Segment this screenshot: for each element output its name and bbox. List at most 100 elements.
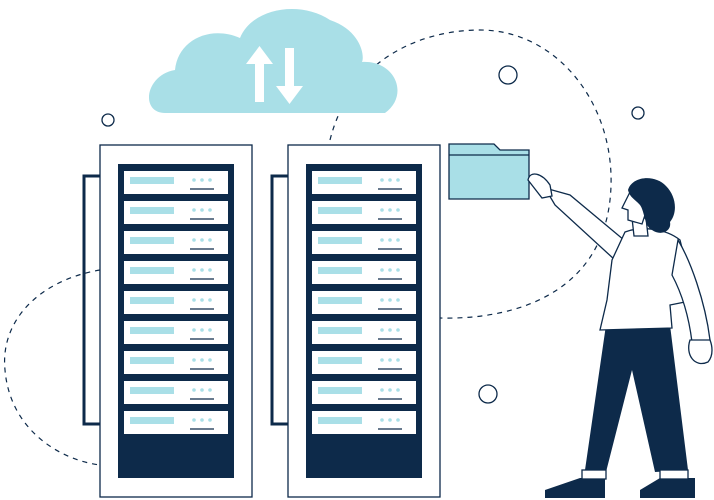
slot-indicator-dot — [380, 298, 384, 302]
rack-slots — [312, 171, 416, 434]
slot-label-bar — [318, 207, 362, 214]
orbit-right — [329, 29, 612, 319]
decor-circles — [101, 65, 645, 404]
slot-indicator-dot — [388, 328, 392, 332]
slot-indicator-dot — [200, 178, 204, 182]
dashed-orbit-lines — [4, 29, 612, 466]
slot-label-bar — [318, 267, 362, 274]
server-slot — [312, 171, 416, 194]
server-slot — [124, 231, 228, 254]
rack-bracket — [82, 174, 100, 426]
slot-label-bar — [318, 297, 362, 304]
rack-slots — [124, 171, 228, 434]
slot-label-bar — [318, 177, 362, 184]
server-slot — [124, 321, 228, 344]
slot-indicator-dot — [396, 268, 400, 272]
slot-indicator-dot — [380, 268, 384, 272]
slot-label-bar — [318, 417, 362, 424]
server-slot — [124, 411, 228, 434]
person-shoe — [545, 478, 605, 498]
slot-label-bar — [130, 357, 174, 364]
folder-icon — [448, 143, 530, 200]
slot-indicator-dot — [192, 298, 196, 302]
slot-label-bar — [130, 267, 174, 274]
slot-indicator-dot — [200, 268, 204, 272]
server-slot — [124, 381, 228, 404]
slot-indicator-dot — [380, 388, 384, 392]
slot-indicator-dot — [208, 418, 212, 422]
rack-bracket — [270, 174, 288, 426]
slot-label-bar — [130, 207, 174, 214]
slot-indicator-dot — [192, 358, 196, 362]
slot-indicator-dot — [388, 358, 392, 362]
slot-indicator-dot — [200, 298, 204, 302]
server-slot — [312, 411, 416, 434]
server-slot — [312, 201, 416, 224]
person-legs — [585, 325, 688, 472]
server-rack-right — [270, 144, 441, 498]
slot-label-bar — [130, 387, 174, 394]
slot-indicator-dot — [208, 268, 212, 272]
server-slot — [312, 291, 416, 314]
slot-indicator-dot — [192, 238, 196, 242]
slot-indicator-dot — [192, 268, 196, 272]
slot-indicator-dot — [396, 298, 400, 302]
slot-indicator-dot — [396, 418, 400, 422]
slot-indicator-dot — [396, 178, 400, 182]
decor-circle — [631, 106, 645, 120]
slot-indicator-dot — [200, 418, 204, 422]
slot-indicator-dot — [200, 238, 204, 242]
server-slot — [312, 351, 416, 374]
slot-indicator-dot — [396, 208, 400, 212]
slot-indicator-dot — [396, 328, 400, 332]
server-slot — [124, 171, 228, 194]
cloud-icon — [148, 8, 398, 113]
slot-indicator-dot — [192, 418, 196, 422]
slot-indicator-dot — [396, 238, 400, 242]
person-hair — [628, 178, 675, 233]
server-slot — [124, 351, 228, 374]
slot-label-bar — [130, 327, 174, 334]
slot-indicator-dot — [388, 298, 392, 302]
person-hand — [527, 173, 553, 199]
server-slot — [312, 381, 416, 404]
person-icon — [527, 173, 713, 498]
slot-indicator-dot — [380, 418, 384, 422]
slot-indicator-dot — [396, 358, 400, 362]
person-shoe — [640, 478, 695, 498]
slot-indicator-dot — [380, 238, 384, 242]
slot-indicator-dot — [388, 178, 392, 182]
slot-label-bar — [130, 297, 174, 304]
server-slot — [312, 321, 416, 344]
slot-label-bar — [318, 357, 362, 364]
decor-circle — [101, 113, 115, 127]
server-slot — [124, 261, 228, 284]
orbit-left — [4, 269, 101, 466]
slot-indicator-dot — [192, 178, 196, 182]
decor-circle — [498, 65, 518, 85]
server-slot — [312, 261, 416, 284]
server-slot — [124, 201, 228, 224]
slot-indicator-dot — [380, 178, 384, 182]
slot-indicator-dot — [208, 388, 212, 392]
slot-label-bar — [130, 417, 174, 424]
slot-indicator-dot — [192, 388, 196, 392]
slot-indicator-dot — [388, 238, 392, 242]
slot-label-bar — [130, 177, 174, 184]
slot-indicator-dot — [192, 208, 196, 212]
slot-indicator-dot — [388, 418, 392, 422]
server-slot — [312, 231, 416, 254]
slot-label-bar — [318, 387, 362, 394]
slot-indicator-dot — [208, 328, 212, 332]
slot-indicator-dot — [208, 358, 212, 362]
server-slot — [124, 291, 228, 314]
slot-label-bar — [130, 237, 174, 244]
slot-indicator-dot — [208, 298, 212, 302]
slot-label-bar — [318, 237, 362, 244]
slot-indicator-dot — [388, 388, 392, 392]
slot-indicator-dot — [192, 328, 196, 332]
slot-indicator-dot — [208, 238, 212, 242]
slot-indicator-dot — [200, 328, 204, 332]
slot-indicator-dot — [396, 388, 400, 392]
